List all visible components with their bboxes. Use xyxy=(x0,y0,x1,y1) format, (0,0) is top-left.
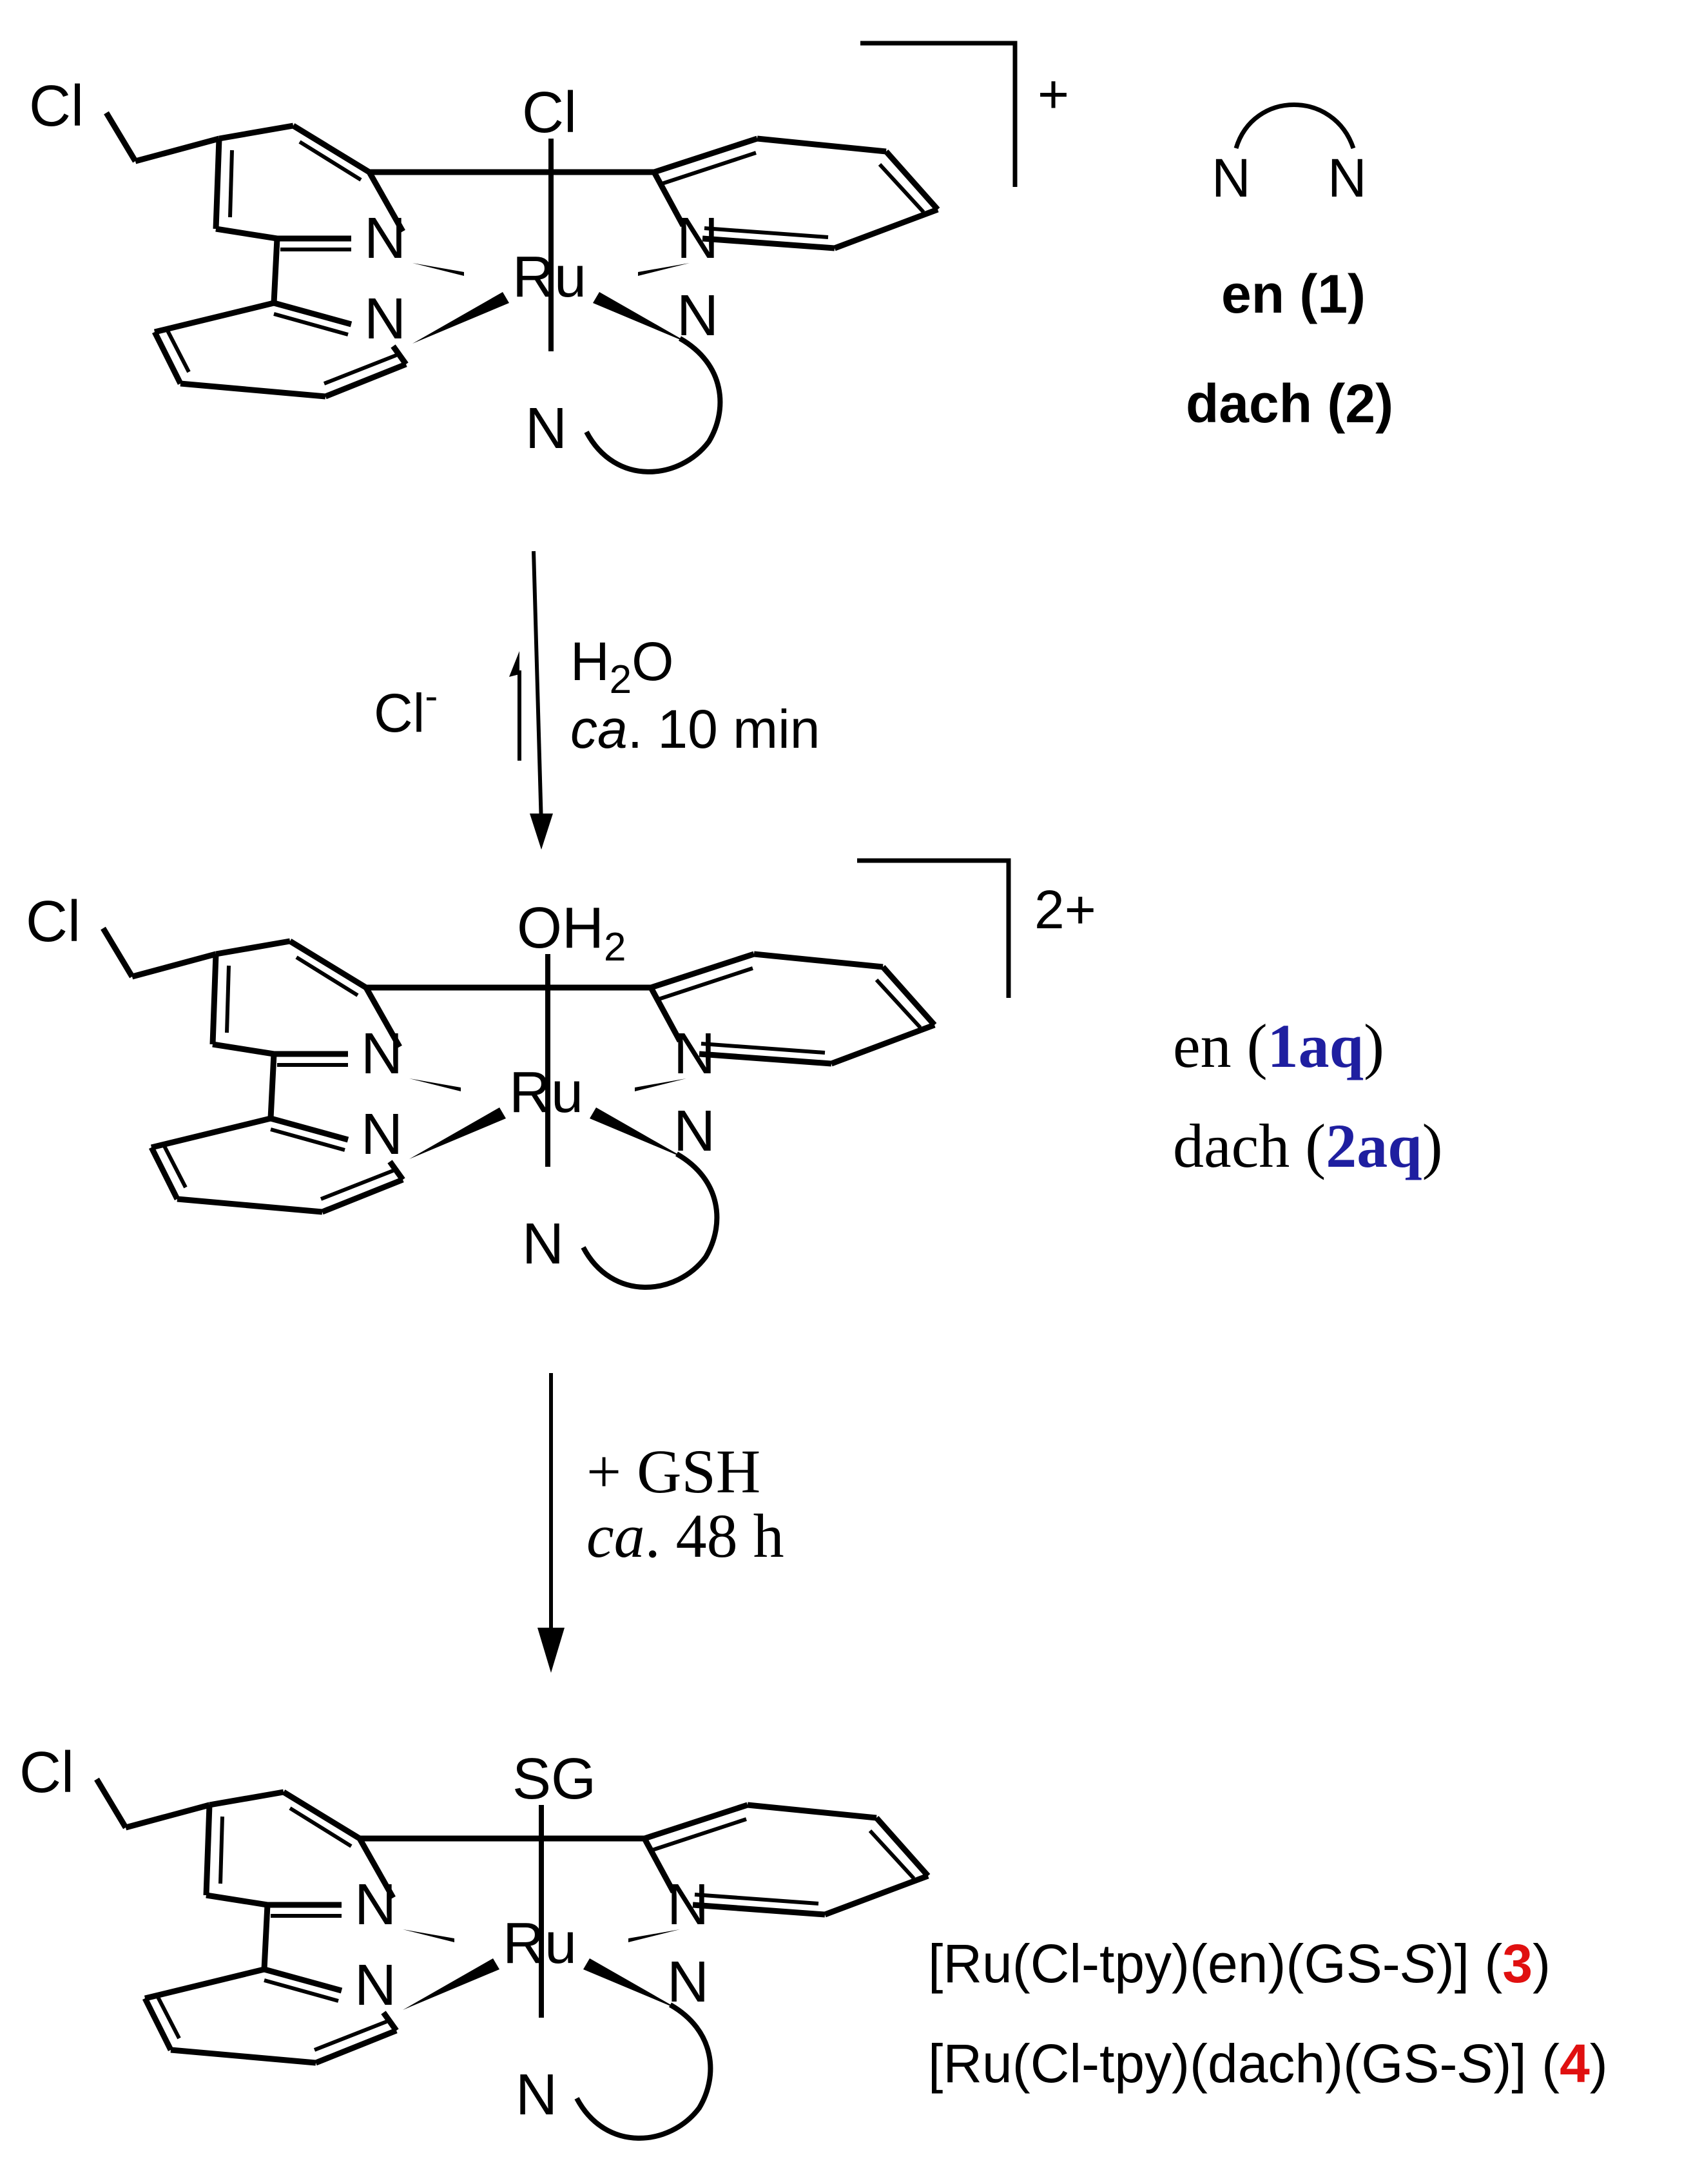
reverse-reagent-chloride: Cl- xyxy=(374,674,438,743)
time-step-1: ca. 10 min xyxy=(570,699,820,759)
charge-label: 2+ xyxy=(1034,879,1096,940)
ligand-legend: N N en (1) dach (2) xyxy=(1186,102,1393,434)
reaction-arrow xyxy=(537,1373,565,1673)
axial-cl-label: Cl xyxy=(522,81,577,145)
aqua-label-dach: dach (2aq) xyxy=(1173,1111,1443,1180)
complex-glutathione: Cl SG N N N N N Ru xyxy=(19,1740,928,2138)
n-label: N xyxy=(667,1950,709,2014)
time-step-2: ca. 48 h xyxy=(586,1501,784,1570)
charge-label: + xyxy=(1038,64,1069,124)
legend-n-right: N xyxy=(1328,148,1367,208)
equilibrium-arrow xyxy=(509,551,553,850)
n-label: N xyxy=(364,287,406,351)
aqua-ligand-label: OH2 xyxy=(517,896,626,970)
cl-substituent-label: Cl xyxy=(29,74,84,139)
n-label: N xyxy=(677,206,719,271)
n-label: N xyxy=(516,2063,557,2127)
n-label: N xyxy=(677,284,719,348)
sg-ligand-label: SG xyxy=(512,1747,596,1811)
ligand-label-en: en (1) xyxy=(1221,264,1366,324)
n-label: N xyxy=(354,1873,396,1937)
reagent-water: H2O xyxy=(570,631,674,702)
n-label: N xyxy=(525,396,567,461)
ru-label: Ru xyxy=(512,245,586,309)
cl-substituent-label: Cl xyxy=(19,1740,74,1805)
n-label: N xyxy=(522,1212,564,1276)
cl-substituent-label: Cl xyxy=(26,890,81,954)
ru-label: Ru xyxy=(503,1911,577,1976)
n-label: N xyxy=(361,1102,403,1167)
n-label: N xyxy=(361,1022,403,1086)
complex-chlorido: Cl Cl N N N N N Ru + xyxy=(29,41,1069,472)
ru-label: Ru xyxy=(509,1060,583,1125)
n-label: N xyxy=(673,1099,715,1164)
n-label: N xyxy=(354,1953,396,2018)
product-label-4: [Ru(Cl-tpy)(dach)(GS-S)] (4) xyxy=(928,2033,1608,2094)
n-label: N xyxy=(667,1873,709,1937)
aqua-label-en: en (1aq) xyxy=(1173,1011,1384,1080)
legend-n-left: N xyxy=(1212,148,1251,208)
n-label: N xyxy=(364,206,406,271)
product-label-3: [Ru(Cl-tpy)(en)(GS-S)] (3) xyxy=(928,1933,1551,1994)
ligand-label-dach: dach (2) xyxy=(1186,373,1393,434)
reagent-gsh: + GSH xyxy=(586,1437,760,1506)
complex-aqua: Cl OH2 N N N N N Ru 2+ xyxy=(26,858,1096,1287)
n-label: N xyxy=(673,1022,715,1086)
